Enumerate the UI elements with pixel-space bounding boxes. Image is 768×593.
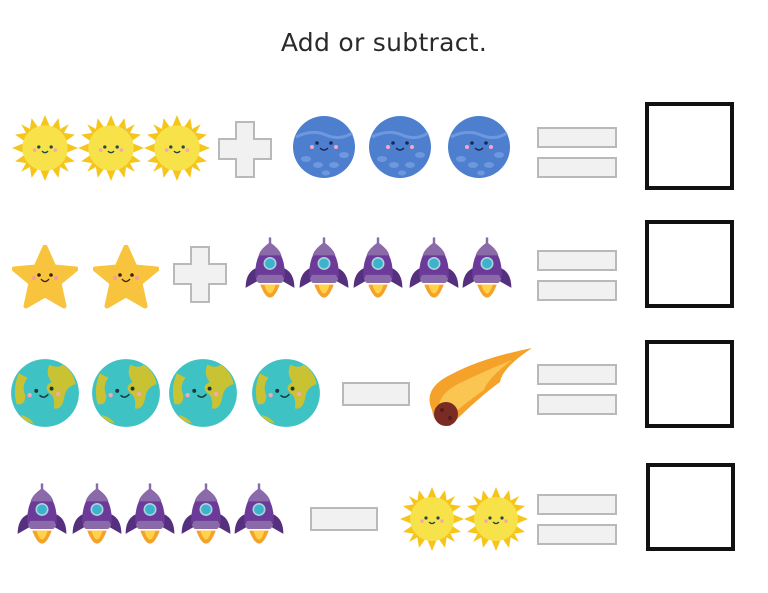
sun-icon (144, 115, 210, 181)
blue-planet-icon (447, 115, 511, 179)
equals-sign-top (537, 364, 617, 385)
rocket-icon (234, 483, 284, 544)
sun-icon (464, 487, 528, 551)
equals-sign-top (537, 494, 617, 515)
plus-icon (218, 121, 272, 178)
sun-icon (400, 487, 464, 551)
equals-sign-bottom (537, 280, 617, 301)
starfish-icon (12, 245, 78, 309)
starfish-icon (93, 245, 159, 309)
rocket-icon (245, 237, 295, 298)
minus-sign (342, 382, 410, 406)
earth-icon (10, 358, 80, 428)
blue-planet-icon (368, 115, 432, 179)
rocket-icon (299, 237, 349, 298)
sun-icon (78, 115, 144, 181)
rocket-icon (181, 483, 231, 544)
rocket-icon (462, 237, 512, 298)
blue-planet-icon (292, 115, 356, 179)
rocket-icon (17, 483, 67, 544)
answer-box-1[interactable] (645, 102, 734, 190)
rocket-icon (353, 237, 403, 298)
answer-box-3[interactable] (645, 340, 734, 428)
rocket-icon (72, 483, 122, 544)
page-title: Add or subtract. (280, 28, 488, 57)
equals-sign-bottom (537, 524, 617, 545)
earth-icon (91, 358, 161, 428)
answer-box-4[interactable] (646, 463, 735, 551)
equals-sign-bottom (537, 157, 617, 178)
minus-sign (310, 507, 378, 531)
sun-icon (12, 115, 78, 181)
equals-sign-bottom (537, 394, 617, 415)
equals-sign-top (537, 127, 617, 148)
rocket-icon (409, 237, 459, 298)
equals-sign-top (537, 250, 617, 271)
earth-icon (251, 358, 321, 428)
comet-icon (429, 348, 532, 426)
earth-icon (168, 358, 238, 428)
plus-icon (173, 246, 227, 303)
answer-box-2[interactable] (645, 220, 734, 308)
rocket-icon (125, 483, 175, 544)
